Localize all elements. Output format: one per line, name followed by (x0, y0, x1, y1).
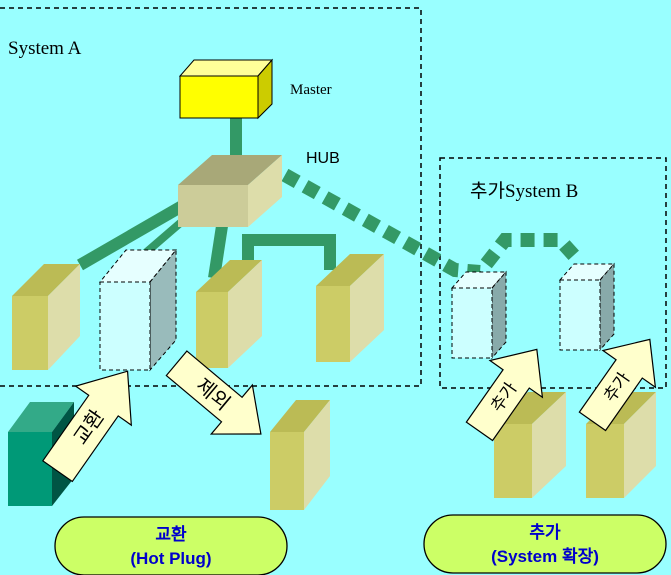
device-3 (196, 260, 262, 368)
removed-device (270, 400, 330, 510)
system-b-boundary (439, 157, 667, 389)
master-label: Master (290, 82, 332, 98)
system-b-slot-1 (450, 270, 508, 360)
system-expand-badge: 추가 (System 확장) (423, 514, 667, 574)
cable-hub-device1 (76, 192, 200, 271)
system-b-label: 추가System B (470, 180, 578, 202)
hub-label: HUB (306, 150, 340, 167)
system-expand-badge-line1: 추가 (529, 523, 561, 542)
hot-plug-badge-line2: (Hot Plug) (130, 549, 211, 568)
hot-plug-badge: 교환 (Hot Plug) (54, 516, 288, 575)
add-device-1 (494, 392, 566, 498)
device-4 (316, 254, 384, 362)
cable-hub-device3 (208, 225, 228, 279)
master-device (178, 58, 274, 120)
cable-hub-device4 (242, 234, 336, 270)
cable-hub-system-b (281, 168, 584, 280)
hot-plug-slot (98, 248, 178, 372)
device-1 (12, 264, 80, 370)
system-expand-badge-line2: (System 확장) (491, 547, 599, 566)
hub-device (178, 155, 282, 227)
hot-plug-badge-line1: 교환 (155, 525, 187, 544)
system-a-label: System A (8, 38, 82, 59)
system-b-slot-2 (558, 262, 616, 352)
